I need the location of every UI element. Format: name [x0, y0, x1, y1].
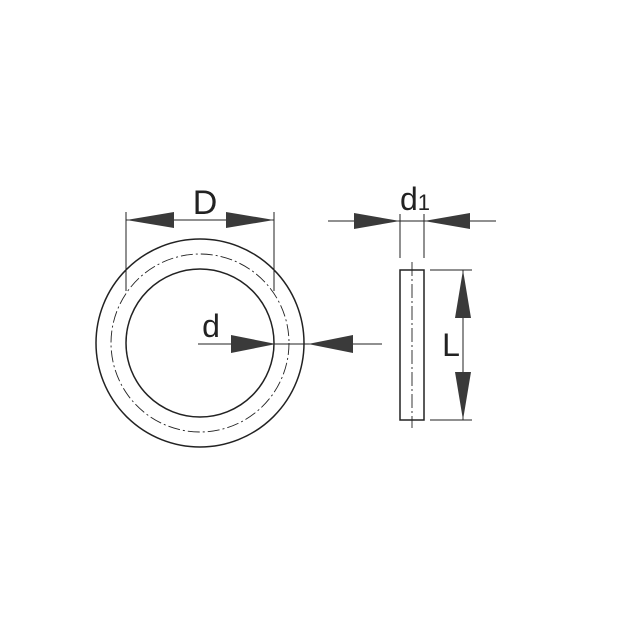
arrow-bottom [455, 372, 471, 420]
dimension-L: L [430, 269, 472, 421]
ring-front-view [95, 238, 305, 448]
dimension-d1-letter: d [400, 181, 418, 217]
arrow-left [126, 212, 174, 228]
arrow-left [354, 213, 400, 229]
ring-inner-circle [125, 268, 275, 418]
dimension-d: d [198, 308, 382, 353]
dimension-L-label: L [442, 327, 460, 363]
arrow-right [308, 335, 353, 353]
dimension-d-label: d [202, 308, 220, 344]
arrow-right [226, 212, 274, 228]
dimension-d1-subscript: 1 [418, 190, 430, 215]
dimension-d1: d1 [328, 181, 496, 258]
ring-centerline-circle [110, 253, 290, 433]
arrow-right [424, 213, 470, 229]
ring-side-view [399, 262, 425, 428]
dimension-d1-label: d1 [400, 181, 430, 217]
dimension-D: D [125, 184, 275, 291]
ring-outer-circle [95, 238, 305, 448]
dimension-D-label: D [193, 184, 218, 222]
arrow-top [455, 270, 471, 318]
arrow-left [231, 335, 276, 353]
